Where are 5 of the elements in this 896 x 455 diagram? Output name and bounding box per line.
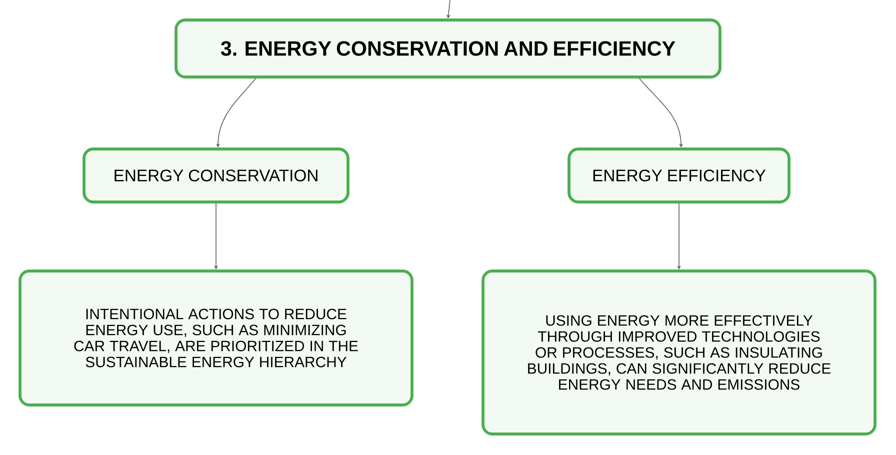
description-box: USING ENERGY MORE EFFECTIVELY THROUGH IMPROVED TECHNOLOGIES OR PROCESSES, SUCH AS INSULATING BUILDINGS, CAN SIGNIFICANTLY REDUCE ENERGY NEEDS AND EMISSIONS <box>482 270 876 436</box>
description-box: INTENTIONAL ACTIONS TO REDUCE ENERGY USE, SUCH AS MINIMIZING CAR TRAVEL, ARE PRIORITIZED IN THE SUSTAINABLE ENERGY HIERARCHY <box>18 270 414 406</box>
topic-box: ENERGY CONSERVATION <box>82 148 350 204</box>
topic-box: ENERGY EFFICIENCY <box>568 148 790 204</box>
title-box: 3. ENERGY CONSERVATION AND EFFICIENCY <box>174 18 722 78</box>
